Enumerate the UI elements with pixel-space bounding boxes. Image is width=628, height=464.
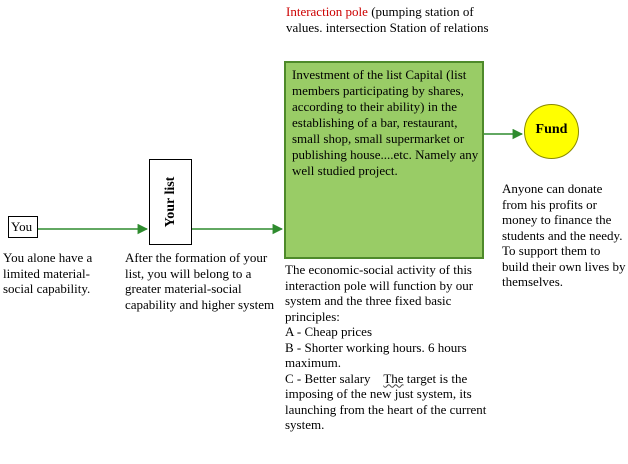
principle-c-rest: target is the imposing of the new just s…: [285, 370, 487, 433]
your-list-box: Your list: [149, 159, 192, 245]
interaction-pole-title: Interaction pole (pumping station of val…: [286, 4, 496, 35]
fund-circle: Fund: [524, 104, 579, 159]
list-description: After the formation of your list, you wi…: [125, 250, 275, 312]
you-box: You: [8, 216, 38, 238]
principle-c: C - Better salary The target is the impo…: [285, 371, 490, 433]
economic-activity-intro: The economic-social activity of this int…: [285, 262, 474, 324]
you-description: You alone have a limited material-social…: [3, 250, 93, 296]
economic-activity-text: The economic-social activity of this int…: [285, 262, 490, 433]
principle-b: B - Shorter working hours. 6 hours maxim…: [285, 339, 467, 371]
investment-box: Investment of the list Capital (list mem…: [284, 61, 484, 259]
interaction-pole-subtitle: (pumping station of values. intersection…: [286, 4, 489, 35]
principle-a: A - Cheap prices: [285, 324, 373, 339]
principle-c-mark: The: [383, 370, 404, 386]
principle-c-lead: C - Better salary: [285, 370, 384, 386]
fund-label: Fund: [535, 122, 568, 137]
investment-text: Investment of the list Capital (list mem…: [292, 67, 479, 178]
fund-description: Anyone can donate from his profits or mo…: [502, 181, 626, 289]
you-box-label: You: [11, 219, 33, 234]
interaction-pole-label: Interaction pole: [286, 4, 368, 19]
